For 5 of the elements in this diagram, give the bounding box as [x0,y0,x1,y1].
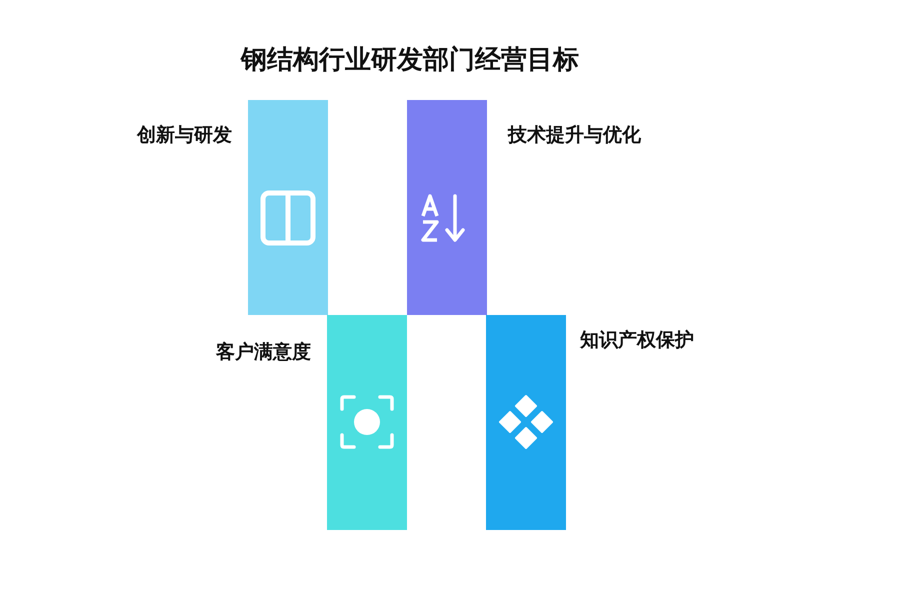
bar-label: 客户满意度 [216,340,311,365]
bar-label: 创新与研发 [137,123,232,148]
bar-label: 知识产权保护 [580,328,694,353]
bar-label: 技术提升与优化 [508,123,641,148]
title: 钢结构行业研发部门经营目标 [239,44,580,77]
